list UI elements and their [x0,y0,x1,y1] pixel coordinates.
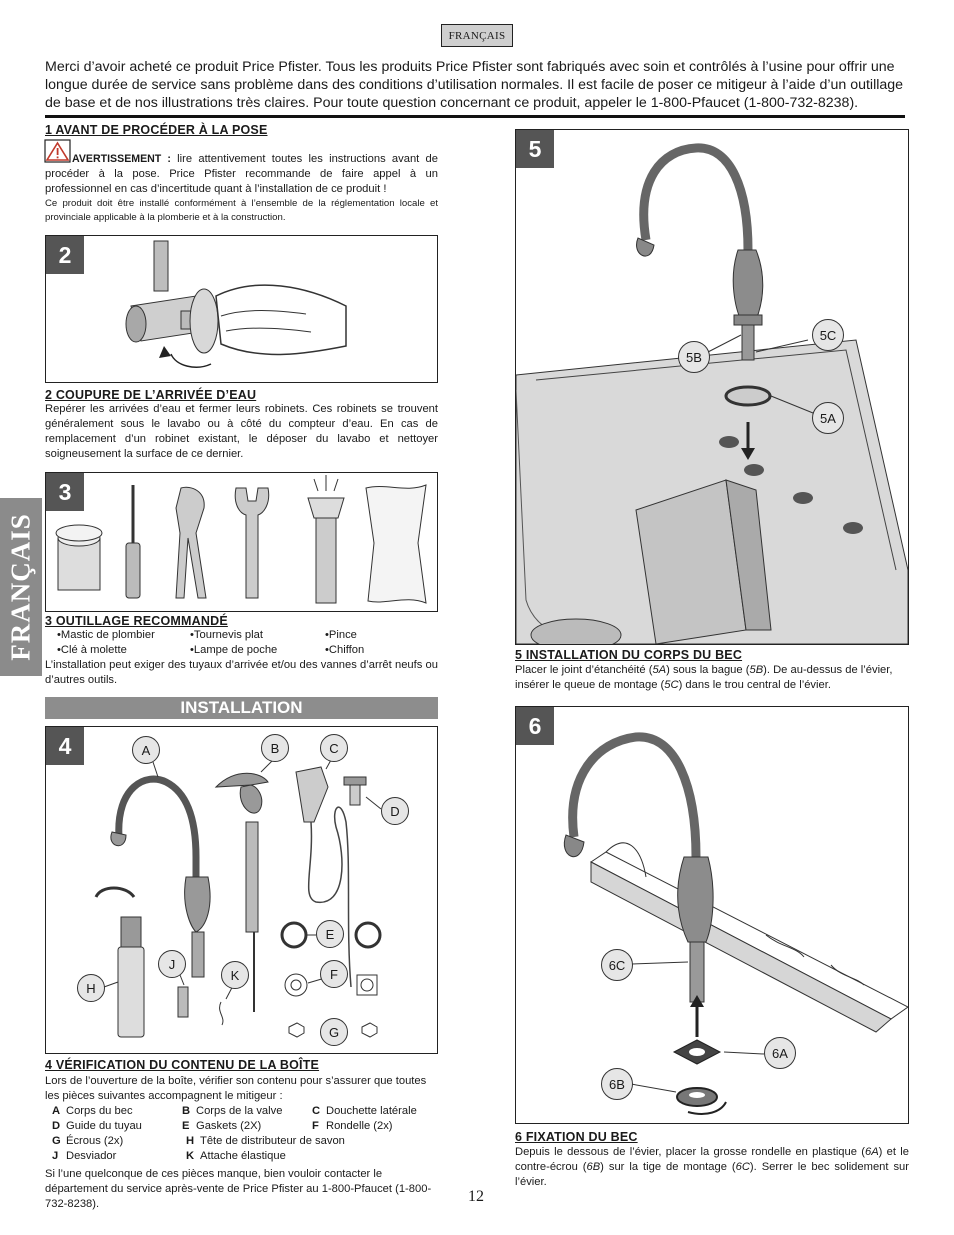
callout-d: D [381,797,409,825]
flashlight-icon [307,475,345,604]
tools-row: •Mastic de plombier •Tournevis plat •Pin… [45,628,440,643]
tool-item: •Clé à molette [57,644,127,656]
tool-item: •Chiffon [325,644,365,656]
section2-title: 2 COUPURE DE L’ARRIVÉE D’EAU [45,388,257,402]
section4-title: 4 VÉRIFICATION DU CONTENU DE LA BOÎTE [45,1058,320,1072]
side-tab-label: FRANÇAIS [5,513,36,661]
section5-title: 5 INSTALLATION DU CORPS DU BEC [515,648,743,662]
step5-number: 5 [516,130,554,168]
section6-title: 6 FIXATION DU BEC [515,1130,638,1144]
callout-6b: 6B [601,1068,633,1100]
section3-note: L’installation peut exiger des tuyaux d’… [45,659,438,686]
step3-number: 3 [46,473,84,511]
spout-fasten-illustration [563,732,908,1115]
step5-panel: 5 5B 5C 5A [515,129,909,645]
callout-6a: 6A [764,1037,796,1069]
warning-text: lire attentivement toutes les instructio… [45,153,438,195]
warning-label: AVERTISSEMENT : [72,153,171,165]
spout-install-illustration [516,143,908,644]
step3-panel: 3 [45,472,438,612]
tool-item: •Mastic de plombier [57,629,155,641]
callout-6c: 6C [601,949,633,981]
intro-paragraph: Merci d’avoir acheté ce produit Price Pf… [45,59,904,111]
header-rule [45,115,905,118]
callout-g: G [320,1018,348,1046]
tools-row: •Clé à molette •Lampe de poche •Chiffon [45,643,440,658]
section6-text: Depuis le dessous de l’évier, placer la … [515,1146,910,1188]
page-number: 12 [468,1188,484,1205]
step2-number: 2 [46,236,84,274]
callout-f: F [320,960,348,988]
callout-5b: 5B [678,341,710,373]
pliers-icon [175,486,207,599]
section5-text: Placer le joint d’étanchéité (5A) sous l… [515,664,893,691]
section3-title: 3 OUTILLAGE RECOMMANDÉ [45,614,228,628]
callout-a: A [132,736,160,764]
step4-number: 4 [46,727,84,765]
callout-h: H [77,974,105,1002]
tool-item: •Tournevis plat [190,629,263,641]
section1-title: 1 AVANT DE PROCÉDER À LA POSE [45,123,268,137]
shutoff-valve-illustration [125,240,347,368]
parts-illustration [94,759,382,1038]
callout-5c: 5C [812,319,844,351]
putty-jar-icon [55,524,103,591]
section2-text: Repérer les arrivées d’eau et fermer leu… [45,403,438,460]
callout-j: J [158,950,186,978]
section4-text: Lors de l’ouverture de la boîte, vérifie… [45,1075,427,1102]
callout-b: B [261,734,289,762]
section4-footer: Si l’une quelconque de ces pièces manque… [45,1168,432,1210]
section1-note: Ce produit doit être installé conforméme… [45,198,438,223]
tools-list: •Mastic de plombier •Tournevis plat •Pin… [45,628,440,658]
language-badge: FRANÇAIS [441,24,513,47]
callout-e: E [316,920,344,948]
step6-panel: 6 6C 6A 6B [515,706,909,1124]
tools-illustration [55,475,427,604]
tool-item: •Lampe de poche [190,644,278,656]
tool-item: •Pince [325,629,357,641]
step4-panel: 4 [45,726,438,1054]
callout-5a: 5A [812,402,844,434]
section1-warning: AVERTISSEMENT : lire attentivement toute… [45,152,438,197]
installation-heading: INSTALLATION [45,697,438,719]
callout-c: C [320,734,348,762]
rag-icon [365,484,427,604]
wrench-icon [234,487,270,599]
screwdriver-icon [125,485,141,599]
callout-k: K [221,961,249,989]
language-side-tab: FRANÇAIS [0,498,42,676]
step6-number: 6 [516,707,554,745]
step2-panel: 2 [45,235,438,383]
